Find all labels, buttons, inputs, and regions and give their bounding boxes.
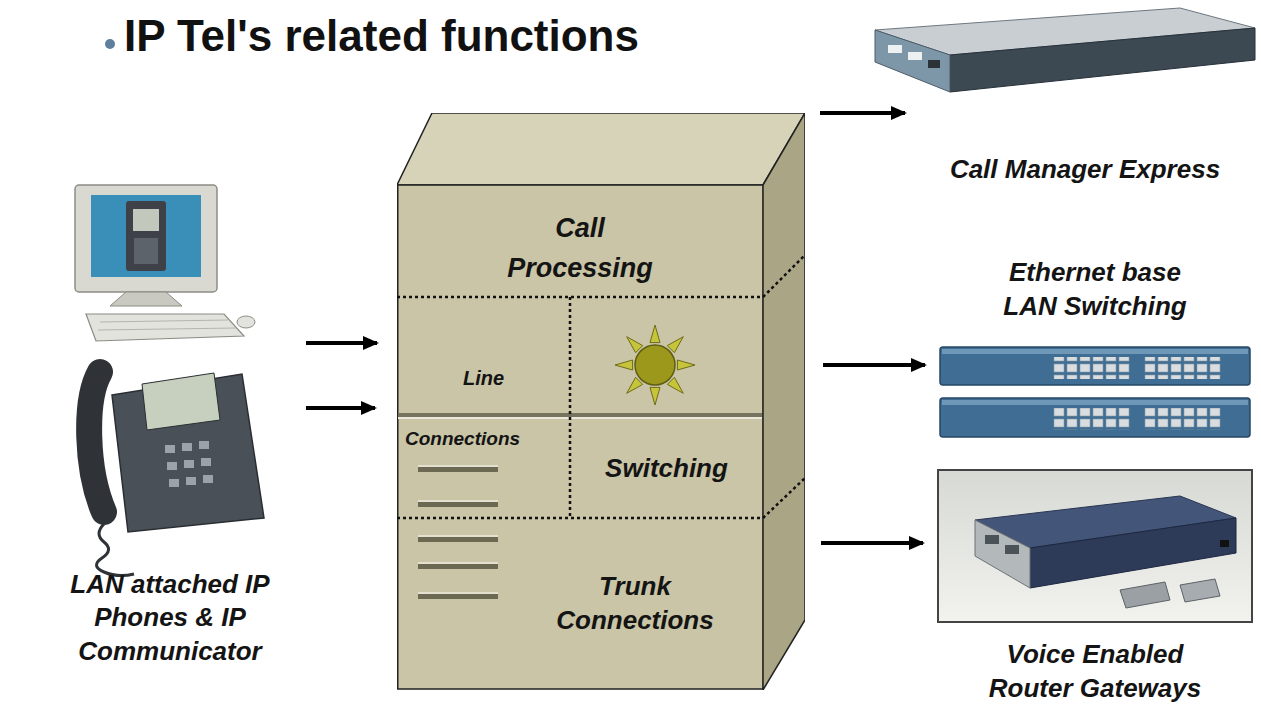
screen-phone-display [133,209,159,231]
phone-key [167,462,177,470]
switch-ports [1053,408,1131,430]
connection-slot [418,562,498,569]
gateway-photo-frame [938,470,1252,622]
phone-handset [89,372,104,512]
block-front [398,185,764,689]
keyboard-keys [100,320,228,322]
connection-slot [418,592,498,594]
sun-ray [677,360,695,370]
screen-phone-keys [134,238,158,264]
title-bullet [105,39,115,49]
section-divider [569,297,572,518]
flow-arrow [306,341,377,345]
mouse [237,316,255,328]
connection-slot [418,465,498,472]
gateway-front [975,520,1030,588]
sun-ray [627,377,643,393]
function-block: Call ProcessingLineConnectionsSwitchingT… [397,113,805,690]
slide-title: IP Tel's related functions [124,10,639,63]
switch-edge [942,400,1248,405]
phone-cord [96,524,134,576]
phone-key [199,441,209,449]
gateway-side [1030,518,1236,588]
node-label: Switching [605,452,728,486]
block-heading: Call Processing [495,208,665,288]
gateway-port [985,535,999,544]
connection-slot [418,592,498,599]
flow-arrow [820,111,905,115]
lan-switching-item: Ethernet base LAN Switching [935,250,1255,445]
keyboard [86,314,244,341]
gateway-module [1120,582,1170,608]
sun-ray [667,377,683,393]
gateway-port [1005,545,1019,554]
router-port [928,60,940,68]
switch-ports [1053,357,1131,379]
node-label: Call Manager Express [950,153,1220,187]
section-divider [398,413,762,417]
switch-unit [940,347,1250,385]
phone-key [201,458,211,466]
connection-slot [418,500,498,507]
monitor-stand [110,292,182,306]
switching-section: Switching [570,419,763,518]
connection-slot [418,562,498,564]
block-top [397,113,805,185]
connection-slot [418,500,498,502]
phone-key [203,475,213,483]
node-label: Voice Enabled Router Gateways [980,638,1210,706]
connection-slot [418,535,498,542]
block-outline [397,113,805,690]
router-side [950,28,1255,92]
phone-key [169,479,179,487]
connection-slot [418,465,498,467]
monitor-frame [75,185,217,292]
flow-arrow [823,363,925,367]
line-section: Line [397,297,570,415]
sun-ray [650,325,660,343]
gateway-switch [1220,540,1229,547]
router-port [888,45,902,53]
phone-key [184,460,194,468]
sun-ray [615,360,633,370]
connections-section: Connections [405,421,565,457]
phone-body [112,374,264,532]
device-group: LAN attached IP Phones & IP Communicator [40,175,300,675]
connection-slot [418,535,498,537]
switch-unit [940,398,1250,437]
switch-ports [1144,408,1222,430]
sun-symbol [635,345,675,385]
switch-edge [942,349,1248,354]
phone-key [182,443,192,451]
section-divider [398,417,762,419]
sun-ray [667,337,683,353]
screen-phone [126,201,166,271]
flow-arrow [306,406,375,410]
node-label: Connections [405,427,520,452]
router-front [875,30,950,92]
phone-key [165,445,175,453]
trunk-section: Trunk Connections [507,518,763,690]
flow-arrow [821,541,923,545]
section-divider [397,478,805,518]
block-side [763,113,805,690]
router-port [908,52,922,60]
gateway-item: Voice Enabled Router Gateways [935,462,1255,710]
switch-ports [1144,357,1222,379]
monitor-screen [91,195,201,277]
gateway-module [1180,579,1220,602]
sun-ray [627,337,643,353]
node-label: Ethernet base LAN Switching [988,256,1203,324]
node-label: LAN attached IP Phones & IP Communicator [45,568,295,669]
node-label: Trunk Connections [545,570,725,638]
node-label: Line [463,365,504,391]
call-manager-item: Call Manager Express [915,0,1255,195]
keyboard-keys [98,328,236,330]
phone-display [142,373,220,430]
sun-ray [650,387,660,405]
phone-key [186,477,196,485]
